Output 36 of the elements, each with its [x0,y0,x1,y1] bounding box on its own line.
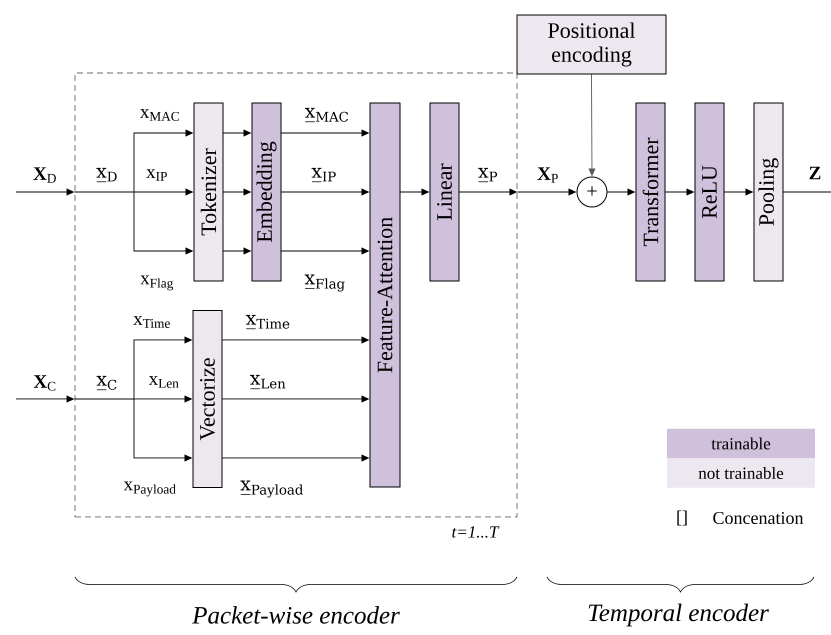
edge-label: x$_{IP}$ [146,169,167,181]
edge-label: x$_{Len}$ [148,376,179,388]
legend-label: Concenation [713,512,804,524]
edge-label: X$_{P}$ [538,167,558,183]
process-block: Vectorize [192,310,222,488]
edge-label: X$_{C}$ [34,375,56,391]
process-block: Transformer [636,102,666,282]
edge-label: X$_{D}$ [33,167,56,183]
section-caption: Temporal encoder [588,604,769,626]
process-block: Feature-Attention [370,102,400,488]
edge-label: x̲$_{MAC}$ [304,108,348,122]
process-block: Embedding [252,102,282,282]
process-block: ReLU [694,102,724,282]
edge-label: x̲$_{Time}$ [246,314,290,330]
edge-label: x̲$_{P}$ [478,168,498,182]
legend-item: trainable [667,428,815,458]
edge-label: x$_{Payload}$ [124,482,176,496]
edge-label: x$_{Flag}$ [140,276,174,290]
signal-label: x̲$_{D}$ [96,168,117,182]
dashed-frame [74,72,518,518]
signal-label: x̲$_{C}$ [96,376,116,390]
process-block: Tokenizer [194,102,224,282]
edge-label: x$_{MAC}$ [140,109,179,121]
repeat-note: t=1...T [452,526,500,538]
process-block: Linear [430,102,460,282]
legend-symbol: [] [677,510,687,526]
edge-label: x̲$_{IP}$ [312,168,336,182]
edge-label: Z [810,166,820,180]
edge-label: x̲$_{Payload}$ [240,480,303,498]
section-caption: Packet-wise encoder [192,606,400,624]
process-box: Positional encoding [516,14,666,74]
edge-label: x̲$_{Flag}$ [304,274,345,292]
legend-item: not trainable [667,458,815,488]
edge-label: x̲$_{Len}$ [250,374,286,390]
process-block: Pooling [754,102,784,282]
edge-label: x$_{Time}$ [133,316,170,328]
